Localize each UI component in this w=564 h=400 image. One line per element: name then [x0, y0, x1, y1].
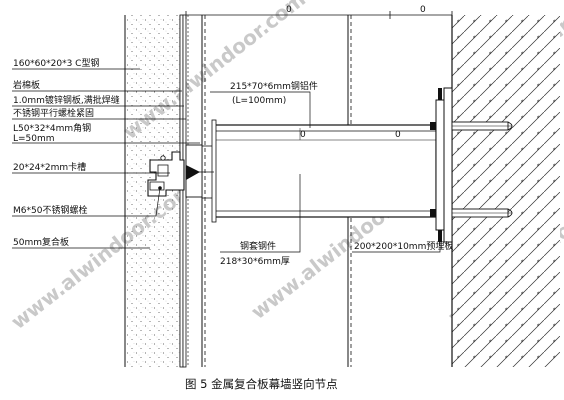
beam-tube: [213, 124, 437, 218]
label-sleeve: 钢套钢件: [240, 240, 276, 252]
keel-profile: [147, 151, 185, 197]
concrete-wall: [451, 15, 560, 367]
label-angle-len: L=50mm: [13, 134, 55, 144]
label-ss-bolt: 不锈钢平行螺栓紧固: [13, 107, 94, 119]
anchor-bolt-upper: [451, 121, 513, 131]
label-keel: 20*24*2mm卡槽: [13, 161, 86, 173]
label-insulation: 岩棉板: [13, 79, 40, 91]
label-galv-sheet: 1.0mm镀锌钢板,满批焊缝: [13, 94, 120, 106]
label-tube-top-len: (L=100mm): [232, 96, 286, 106]
label-c-steel: 160*60*20*3 C型钢: [13, 57, 99, 69]
leader-lines: [12, 68, 441, 253]
label-angle-steel: L50*32*4mm角钢: [13, 122, 91, 134]
embed-plate-assembly: [430, 87, 513, 243]
label-embed-plate: 200*200*10mm预埋板: [354, 240, 453, 252]
embed-plate: [443, 87, 453, 243]
dim-beam-b: 0: [395, 130, 401, 140]
figure-caption: 图 5 金属复合板幕墙竖向节点: [185, 377, 338, 391]
inner-labels: 215*70*6mm钢铝件 (L=100mm) 钢套钢件 218*30*6mm厚…: [220, 80, 453, 267]
top-dimension: 0 0: [185, 5, 453, 19]
left-labels: 160*60*20*3 C型钢 岩棉板 1.0mm镀锌钢板,满批焊缝 不锈钢平行…: [13, 57, 120, 248]
anchor-bolt-lower: [451, 208, 513, 218]
end-plate-vertical: [435, 99, 445, 231]
label-tube-top: 215*70*6mm钢铝件: [230, 80, 318, 92]
panel-bracket: [185, 144, 214, 198]
label-tube-bottom: 218*30*6mm厚: [220, 256, 290, 267]
skin-outer: [179, 14, 184, 368]
label-bolt-m6: M6*50不锈钢螺栓: [13, 204, 87, 216]
dim-top-a: 0: [286, 5, 292, 15]
horizontal-beam: 0 0: [202, 119, 437, 223]
beam-flange-left: [211, 119, 217, 223]
dim-beam-a: 0: [300, 130, 306, 140]
label-panel: 50mm复合板: [13, 236, 69, 248]
dim-top-b: 0: [420, 5, 426, 15]
concrete-body: [452, 15, 560, 367]
